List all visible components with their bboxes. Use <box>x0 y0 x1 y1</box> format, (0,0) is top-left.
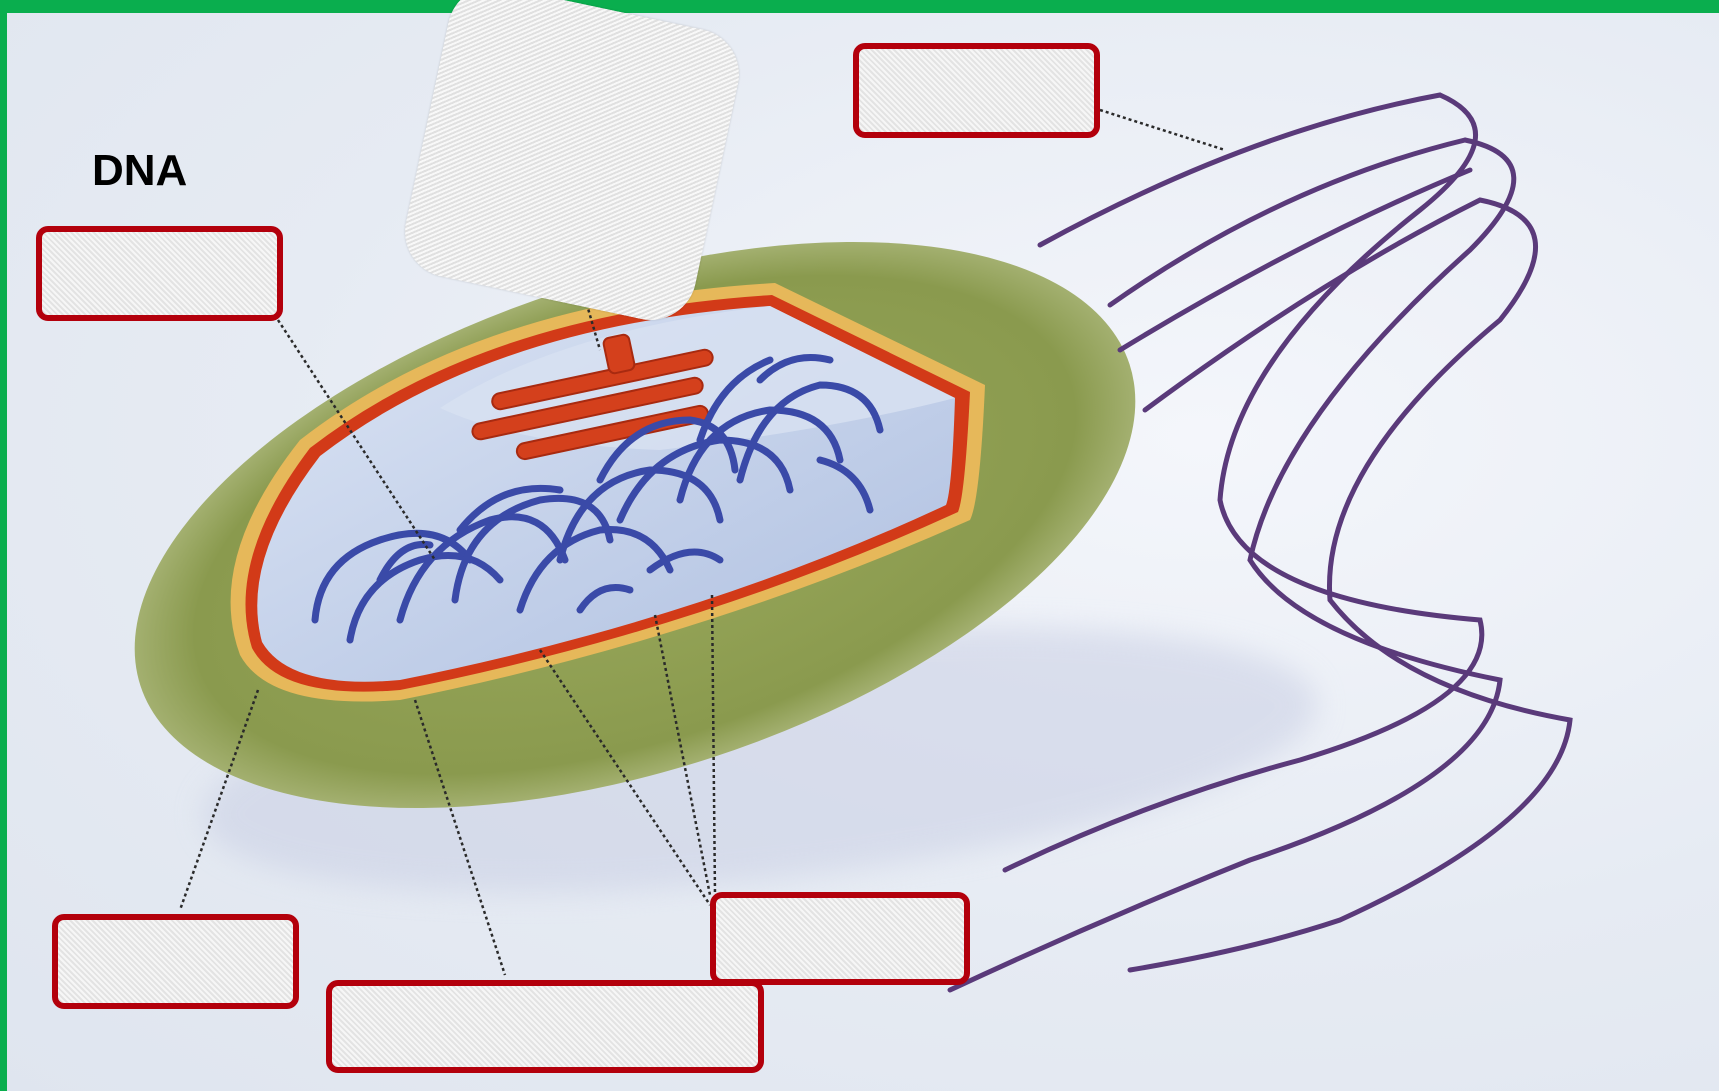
blank-label-box-cytoplasm[interactable] <box>710 892 970 985</box>
blank-label-box-capsule[interactable] <box>52 914 299 1009</box>
dna-label: DNA <box>92 146 187 196</box>
blank-label-box-cell-wall[interactable] <box>326 980 764 1073</box>
blank-label-box-dna[interactable] <box>36 226 283 321</box>
blank-label-box-flagella[interactable] <box>853 43 1100 138</box>
